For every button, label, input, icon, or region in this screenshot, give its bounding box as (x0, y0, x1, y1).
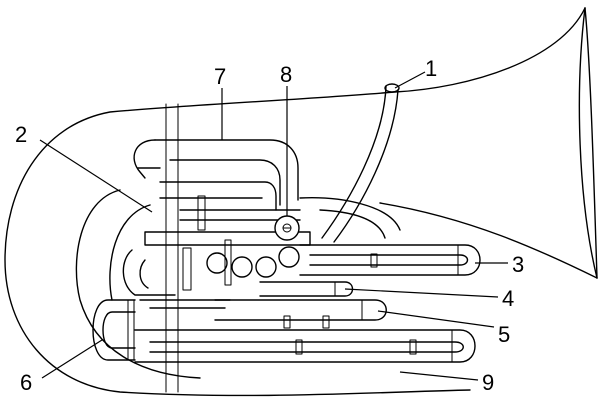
upper-slide (133, 103, 299, 393)
ref-label-5: 5 (498, 322, 510, 347)
ref-label-9: 9 (482, 370, 494, 395)
ref-label-1: 1 (425, 56, 437, 81)
slide-5 (214, 299, 387, 329)
slide-4 (259, 281, 354, 297)
loop-6 (92, 299, 136, 361)
ref-label-6: 6 (20, 370, 32, 395)
ref-label-4: 4 (502, 286, 514, 311)
ref-label-3: 3 (512, 252, 524, 277)
reference-labels: 1 2 3 4 5 6 7 8 9 (15, 56, 524, 395)
ref-label-2: 2 (15, 122, 27, 147)
slide-9 (134, 329, 476, 363)
leader-lines (39, 71, 508, 381)
ref-label-8: 8 (280, 62, 292, 87)
leadpipe (321, 83, 400, 243)
valve-cluster (122, 195, 311, 309)
body-bow (75, 189, 401, 379)
ref-label-7: 7 (214, 64, 226, 89)
slide-3 (299, 244, 481, 276)
bell (4, 7, 598, 397)
